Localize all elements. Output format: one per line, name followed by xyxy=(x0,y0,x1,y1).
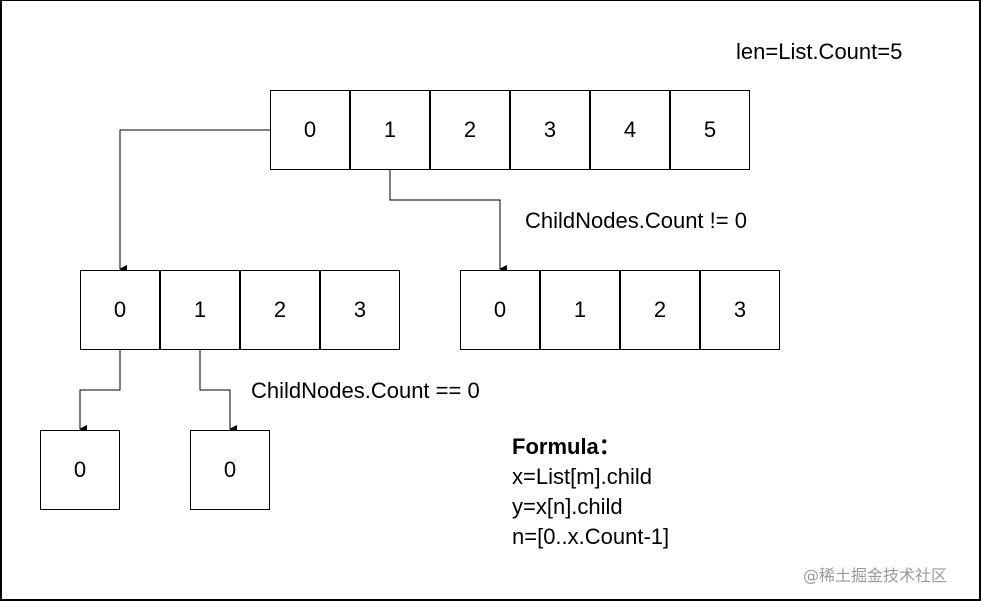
formula-title: Formula： xyxy=(512,434,621,459)
formula-line-3: n=[0..x.Count-1] xyxy=(512,524,670,549)
watermark: @稀土掘金技术社区 xyxy=(803,566,948,585)
root-cell-4: 4 xyxy=(590,90,670,170)
arrow-root1-to-right-list xyxy=(389,170,507,273)
leaf-node-1: 0 xyxy=(190,430,270,510)
right-cell-3: 3 xyxy=(700,270,780,350)
annotation-childnodes-not-zero: ChildNodes.Count != 0 xyxy=(525,208,747,233)
arrow-left0-to-leaf0 xyxy=(79,350,121,433)
left-cell-3: 3 xyxy=(320,270,400,350)
arrow-left1-to-leaf1 xyxy=(199,350,237,433)
root-cell-0: 0 xyxy=(270,90,350,170)
arrow-root0-to-left-list xyxy=(119,129,270,273)
leaf-node-0: 0 xyxy=(40,430,120,510)
root-cell-5: 5 xyxy=(670,90,750,170)
left-cell-2: 2 xyxy=(240,270,320,350)
len-label: len=List.Count=5 xyxy=(736,39,903,64)
annotation-childnodes-zero: ChildNodes.Count == 0 xyxy=(251,378,480,403)
formula-line-2: y=x[n].child xyxy=(512,494,623,519)
root-cell-3: 3 xyxy=(510,90,590,170)
right-cell-1: 1 xyxy=(540,270,620,350)
right-cell-0: 0 xyxy=(460,270,540,350)
right-cell-2: 2 xyxy=(620,270,700,350)
formula-block: Formula： x=List[m].child y=x[n].child n=… xyxy=(512,432,669,552)
left-cell-1: 1 xyxy=(160,270,240,350)
root-cell-1: 1 xyxy=(350,90,430,170)
root-cell-2: 2 xyxy=(430,90,510,170)
formula-line-1: x=List[m].child xyxy=(512,464,652,489)
left-cell-0: 0 xyxy=(80,270,160,350)
